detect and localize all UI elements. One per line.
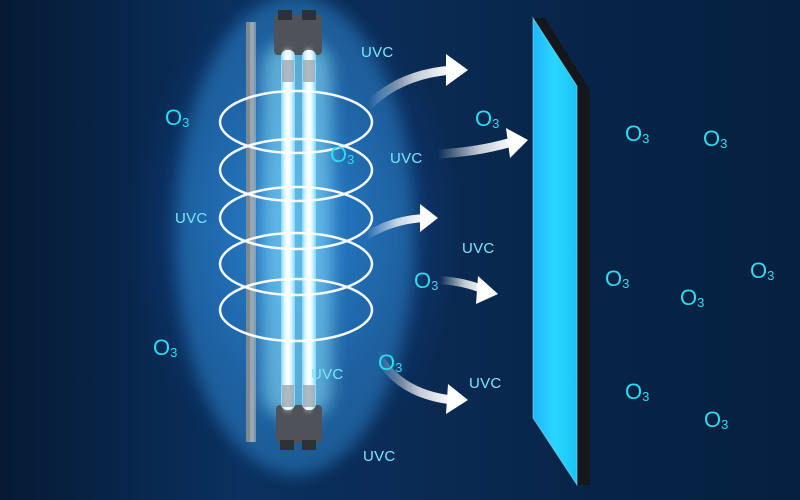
ozone-symbol: O bbox=[703, 126, 721, 151]
lamp-top-cap bbox=[274, 15, 322, 55]
ozone-symbol: O bbox=[625, 121, 643, 146]
ozone-symbol: O bbox=[625, 379, 643, 404]
arrow bbox=[362, 214, 428, 240]
ozone-subscript: 3 bbox=[347, 152, 355, 167]
ozone-subscript: 3 bbox=[642, 389, 650, 404]
ozone-label: O3 bbox=[378, 350, 403, 375]
radiation-rings bbox=[218, 89, 374, 343]
ring bbox=[218, 185, 374, 251]
ozone-symbol: O bbox=[153, 335, 171, 360]
ozone-symbol: O bbox=[605, 266, 623, 291]
ozone-subscript: 3 bbox=[721, 417, 729, 432]
ozone-symbol: O bbox=[680, 285, 698, 310]
ring bbox=[218, 231, 374, 297]
ozone-symbol: O bbox=[750, 258, 768, 283]
uv-arrows bbox=[362, 54, 528, 414]
arrow bbox=[433, 137, 517, 159]
ozone-symbol: O bbox=[414, 268, 432, 293]
arrow bbox=[373, 351, 457, 405]
uvc-label: UVC bbox=[363, 448, 396, 465]
lamp-bottom-cap bbox=[276, 405, 322, 443]
uvc-label: UVC bbox=[390, 150, 423, 167]
ozone-subscript: 3 bbox=[622, 276, 630, 291]
uvc-label: UVC bbox=[175, 210, 208, 227]
arrow bbox=[363, 65, 457, 111]
ozone-label: O3 bbox=[703, 126, 728, 151]
ozone-label: O3 bbox=[153, 335, 178, 360]
ozone-label: O3 bbox=[625, 379, 650, 404]
ozone-subscript: 3 bbox=[642, 131, 650, 146]
ring bbox=[218, 277, 374, 343]
ozone-subscript: 3 bbox=[697, 295, 705, 310]
ozone-subscript: 3 bbox=[395, 360, 403, 375]
ozone-label: O3 bbox=[680, 285, 705, 310]
ozone-label: O3 bbox=[625, 121, 650, 146]
glass-panel bbox=[532, 16, 590, 487]
ozone-label: O3 bbox=[475, 106, 500, 131]
panel-face bbox=[533, 18, 577, 485]
uvc-label: UVC bbox=[311, 366, 344, 383]
ozone-label: O3 bbox=[165, 105, 190, 130]
ozone-subscript: 3 bbox=[767, 268, 775, 283]
ozone-subscript: 3 bbox=[182, 115, 190, 130]
uvc-label: UVC bbox=[361, 44, 394, 61]
ozone-symbol: O bbox=[704, 407, 722, 432]
ozone-symbol: O bbox=[475, 106, 493, 131]
ozone-subscript: 3 bbox=[170, 345, 178, 360]
ozone-symbol: O bbox=[378, 350, 396, 375]
ozone-label: O3 bbox=[750, 258, 775, 283]
uvc-label: UVC bbox=[469, 375, 502, 392]
ozone-symbol: O bbox=[165, 105, 183, 130]
ring bbox=[218, 137, 374, 203]
ozone-subscript: 3 bbox=[431, 278, 439, 293]
ozone-label: O3 bbox=[330, 142, 355, 167]
ring bbox=[218, 89, 374, 155]
ozone-subscript: 3 bbox=[720, 136, 728, 151]
ozone-subscript: 3 bbox=[492, 116, 500, 131]
ozone-label: O3 bbox=[704, 407, 729, 432]
uvc-label: UVC bbox=[462, 240, 495, 257]
ozone-label: O3 bbox=[414, 268, 439, 293]
ozone-label: O3 bbox=[605, 266, 630, 291]
ozone-symbol: O bbox=[330, 142, 348, 167]
